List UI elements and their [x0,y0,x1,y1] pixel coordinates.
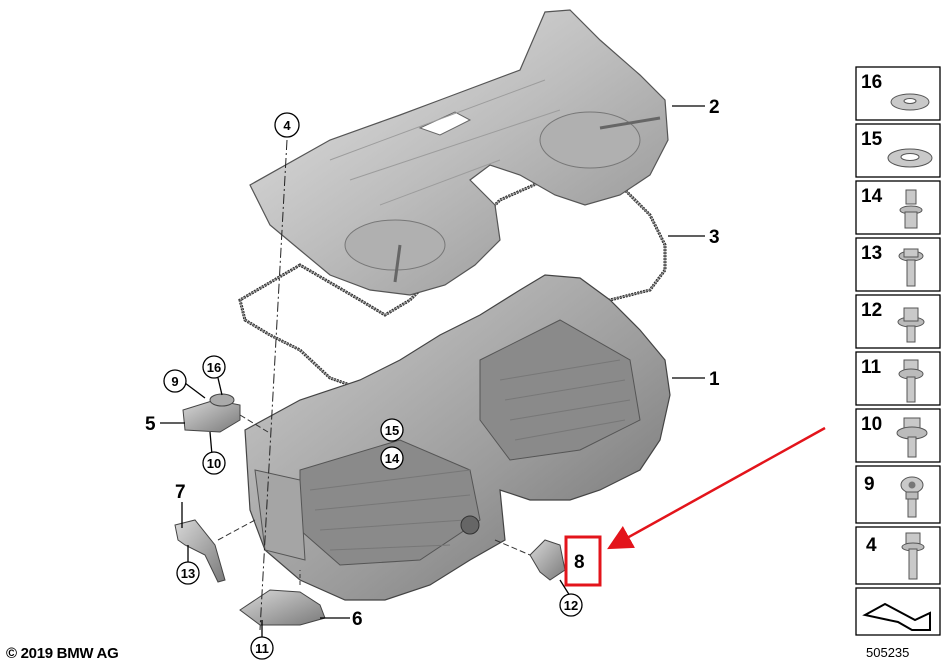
callout-13: 13 [181,566,195,581]
panel-num-12: 12 [861,300,882,321]
callout-13-circle[interactable]: 13 [176,561,200,585]
panel-cell-12[interactable]: 12 [855,294,941,349]
assembly-symbol-icon [862,602,931,631]
bolt-icon [897,307,925,343]
callout-11-circle[interactable]: 11 [250,636,274,660]
sensor-part-5 [182,393,269,433]
callout-5[interactable]: 5 [145,414,156,435]
callout-15: 15 [385,423,399,438]
panel-num-11: 11 [861,357,882,378]
callout-12-circle[interactable]: 12 [559,593,583,617]
callout-10-circle[interactable]: 10 [202,451,226,475]
torx-bolt-icon [900,476,924,518]
panel-cell-9[interactable]: 9 [855,465,941,524]
panel-cell-symbol [855,587,941,636]
bolt-icon [898,248,924,287]
bracket-part-8 [494,539,566,581]
panel-cell-4[interactable]: 4 [855,526,941,585]
copyright: © 2019 BMW AG [6,645,119,662]
stud-icon [899,189,923,229]
panel-num-15: 15 [861,129,883,150]
callout-9-circle[interactable]: 9 [163,369,187,393]
callout-10: 10 [207,456,221,471]
bolt-icon [901,532,925,580]
callout-7[interactable]: 7 [175,482,186,503]
callout-4: 4 [283,118,291,133]
panel-num-16: 16 [861,72,882,93]
panel-num-13: 13 [861,243,882,264]
drawing-number: 505235 [866,645,910,660]
upper-cover-part-2 [249,9,669,296]
centerline-part-4 [259,139,288,631]
callout-2[interactable]: 2 [709,97,720,118]
callout-6[interactable]: 6 [352,609,363,630]
callout-4-circle[interactable]: 4 [274,112,300,138]
panel-cell-15[interactable]: 15 [855,123,941,178]
panel-cell-13[interactable]: 13 [855,237,941,292]
panel-cell-16[interactable]: 16 [855,66,941,121]
callout-11: 11 [255,641,269,656]
highlight-box [564,535,602,587]
highlight-arrow [607,426,826,550]
callout-14-circle[interactable]: 14 [380,446,404,470]
callout-8[interactable]: 8 [574,552,585,573]
parts-panel: 16 15 14 13 [855,66,941,636]
panel-num-14: 14 [861,186,883,207]
panel-num-4: 4 [866,535,877,556]
panel-cell-11[interactable]: 11 [855,351,941,406]
callout-3[interactable]: 3 [709,227,720,248]
callout-15-circle[interactable]: 15 [380,418,404,442]
bracket-part-7 [174,519,256,583]
leader-lines [160,105,705,637]
callout-12: 12 [564,598,578,613]
bolt-icon [898,359,924,403]
panel-cell-14[interactable]: 14 [855,180,941,235]
panel-cell-10[interactable]: 10 [855,408,941,463]
callout-16-circle[interactable]: 16 [202,355,226,379]
callout-14: 14 [385,451,400,466]
callout-1[interactable]: 1 [709,369,720,390]
bolt-icon [896,417,928,458]
callout-9: 9 [171,374,178,389]
panel-num-9: 9 [864,474,875,495]
callout-16: 16 [207,360,221,375]
panel-num-10: 10 [861,414,882,435]
oil-pan-part-1 [244,274,671,601]
